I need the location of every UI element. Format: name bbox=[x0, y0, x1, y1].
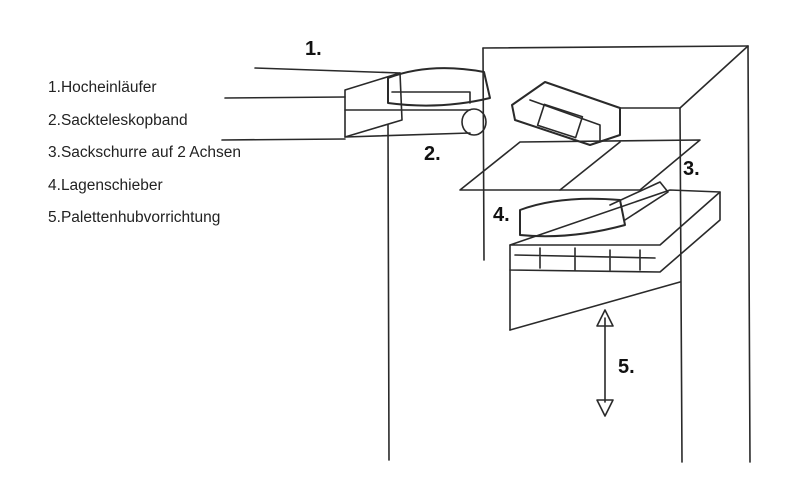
legend-label: Palettenhubvorrichtung bbox=[60, 209, 221, 226]
high-infeed-conveyor bbox=[221, 67, 491, 141]
legend-item: 4.Lagenschieber bbox=[48, 176, 241, 209]
legend-number: 4. bbox=[48, 176, 61, 194]
legend-number: 1. bbox=[48, 79, 61, 96]
callout-4: 4. bbox=[493, 204, 510, 226]
pallet-lift bbox=[509, 269, 681, 417]
legend-number: 5. bbox=[48, 209, 61, 226]
legend-item: 1.Hocheinläufer bbox=[48, 78, 241, 111]
callout-3: 3. bbox=[683, 158, 700, 180]
machine-frame bbox=[387, 45, 751, 463]
legend-label: Sackschurre auf 2 Achsen bbox=[60, 144, 242, 161]
legend-list: 1.Hocheinläufer 2.Sackteleskopband 3.Sac… bbox=[48, 78, 241, 241]
legend-item: 5.Palettenhubvorrichtung bbox=[48, 208, 241, 241]
layer-pusher bbox=[509, 181, 721, 273]
legend-label: Hocheinläufer bbox=[60, 79, 157, 96]
callout-2: 2. bbox=[424, 143, 441, 165]
legend-number: 3. bbox=[48, 144, 61, 161]
legend-item: 3.Sackschurre auf 2 Achsen bbox=[48, 143, 241, 176]
bag-chute-plane bbox=[459, 139, 701, 191]
callout-5: 5. bbox=[618, 356, 635, 378]
callout-1: 1. bbox=[305, 38, 322, 60]
legend-item: 2.Sackteleskopband bbox=[48, 111, 241, 144]
legend-number: 2. bbox=[48, 111, 61, 129]
legend-label: Sackteleskopband bbox=[60, 111, 188, 129]
legend-label: Lagenschieber bbox=[60, 176, 163, 194]
bag-telescopic-belt bbox=[511, 81, 621, 146]
